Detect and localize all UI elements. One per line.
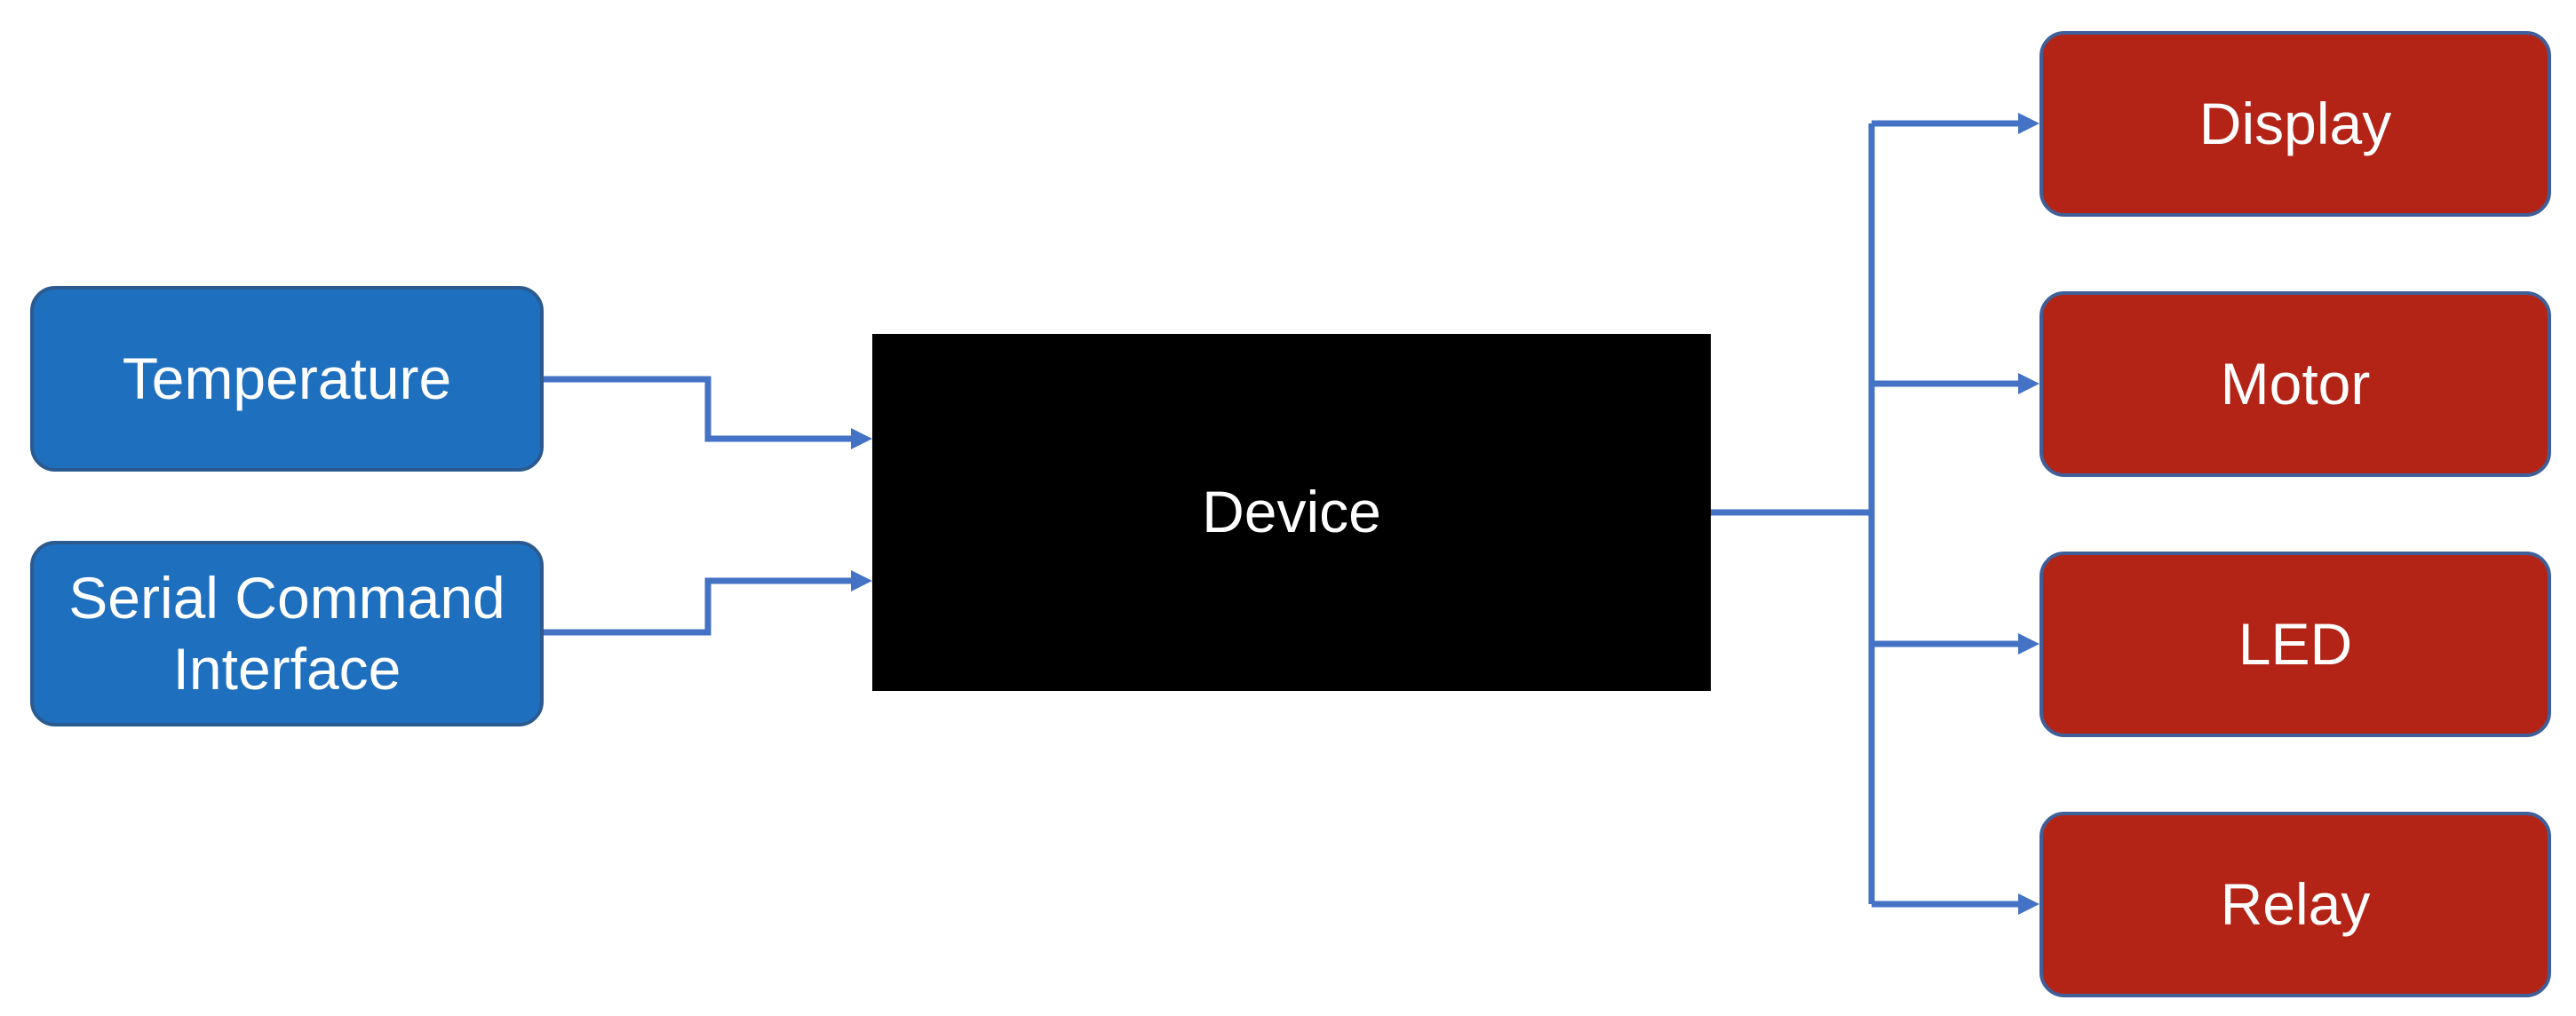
display-node: Display bbox=[2039, 31, 2551, 217]
connector-serial-to-device bbox=[544, 577, 866, 636]
device-node: Device bbox=[872, 334, 1711, 691]
relay-label: Relay bbox=[2220, 870, 2371, 937]
arrowhead-bus-to-motor bbox=[2018, 373, 2039, 394]
arrowhead-temperature-to-device bbox=[851, 428, 872, 449]
temperature-node: Temperature bbox=[30, 286, 544, 472]
led-node: LED bbox=[2039, 552, 2551, 737]
motor-label: Motor bbox=[2220, 350, 2371, 417]
arrowhead-bus-to-display bbox=[2018, 113, 2039, 134]
connector-temperature-to-device bbox=[544, 376, 867, 442]
arrowhead-bus-to-relay bbox=[2018, 893, 2039, 915]
arrowhead-bus-to-led bbox=[2018, 633, 2039, 655]
device-label: Device bbox=[1202, 479, 1381, 545]
relay-node: Relay bbox=[2039, 812, 2551, 997]
arrowhead-serial-to-device bbox=[851, 570, 872, 591]
serial-command-interface-node: Serial Command Interface bbox=[30, 541, 544, 726]
serial-command-interface-label: Serial Command Interface bbox=[68, 565, 505, 702]
display-label: Display bbox=[2198, 90, 2392, 156]
motor-node: Motor bbox=[2039, 291, 2551, 477]
temperature-label: Temperature bbox=[122, 345, 452, 411]
led-label: LED bbox=[2238, 610, 2353, 677]
